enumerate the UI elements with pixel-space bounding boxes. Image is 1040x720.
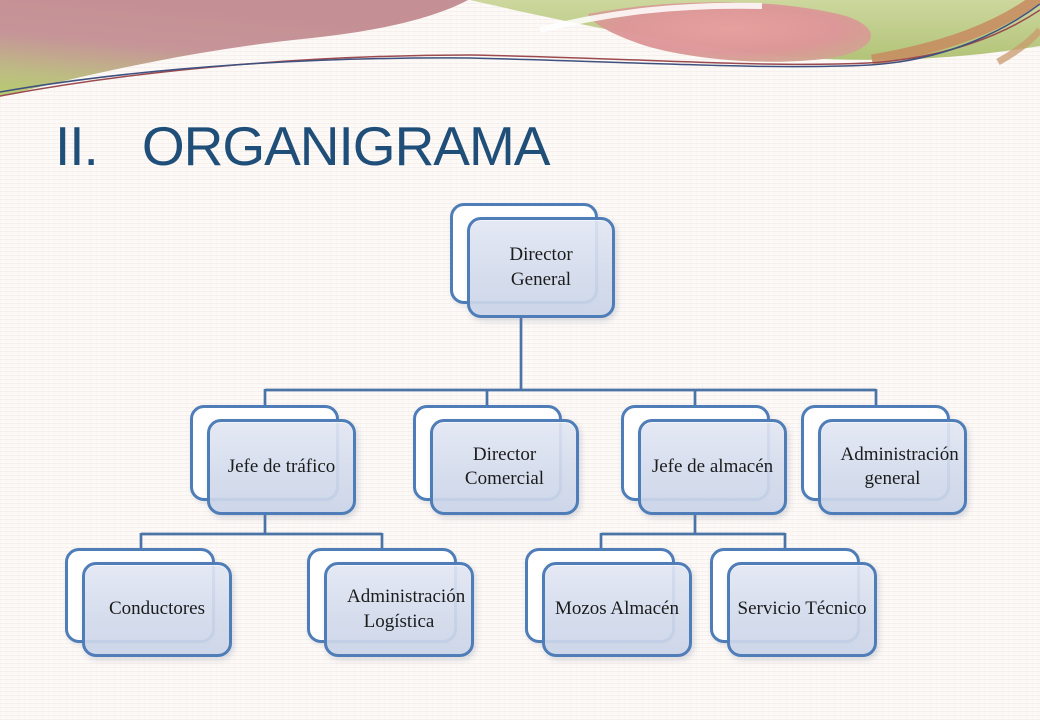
- wave-tan-crescent: [871, 0, 1040, 66]
- wave-thin-line-navy: [0, 3, 1040, 93]
- node-box: Jefe de almacén: [638, 419, 787, 515]
- node-box: Director General: [467, 217, 615, 318]
- node-label: Jefe de tráfico: [227, 455, 336, 477]
- node-box: Servicio Técnico: [727, 562, 877, 657]
- wave-rose-left: [0, 0, 468, 97]
- node-label: Jefe de almacén: [651, 455, 774, 477]
- node-box: Administración Logística: [324, 562, 474, 657]
- node-box: Administración general: [818, 419, 967, 515]
- node-box: Mozos Almacén: [542, 562, 692, 657]
- org-node-conductores[interactable]: Conductores: [65, 548, 232, 658]
- org-node-mozos-almacen[interactable]: Mozos Almacén: [525, 548, 692, 658]
- org-node-servicio-tecnico[interactable]: Servicio Técnico: [710, 548, 877, 658]
- node-box: Jefe de tráfico: [207, 419, 356, 515]
- org-node-administracion-general[interactable]: Administración general: [801, 405, 967, 515]
- node-label: Mozos Almacén: [554, 598, 679, 620]
- node-label: Servicio Técnico: [737, 598, 867, 620]
- node-label: Director General: [509, 244, 573, 290]
- node-label: Administración general: [840, 443, 959, 489]
- wave-pink-blob: [588, 2, 872, 62]
- wave-tan-crescent-small: [996, 27, 1040, 66]
- node-label: Conductores: [108, 598, 206, 620]
- title-numeral: II.: [55, 115, 99, 177]
- org-node-jefe-de-almacen[interactable]: Jefe de almacén: [621, 405, 787, 515]
- node-box: Director Comercial: [430, 419, 579, 515]
- slide-title: II. ORGANIGRAMA: [55, 115, 551, 177]
- title-text: ORGANIGRAMA: [141, 115, 551, 177]
- org-node-administracion-logistica[interactable]: Administración Logística: [307, 548, 474, 658]
- org-node-director-general[interactable]: Director General: [450, 203, 615, 318]
- decorative-wave-banner: [0, 0, 1040, 97]
- node-box: Conductores: [82, 562, 232, 657]
- node-label: Director Comercial: [464, 443, 545, 489]
- org-node-jefe-de-trafico[interactable]: Jefe de tráfico: [190, 405, 356, 515]
- org-node-director-comercial[interactable]: Director Comercial: [413, 405, 579, 515]
- node-label: Administración Logística: [347, 586, 466, 632]
- wave-white-sliver: [539, 2, 763, 33]
